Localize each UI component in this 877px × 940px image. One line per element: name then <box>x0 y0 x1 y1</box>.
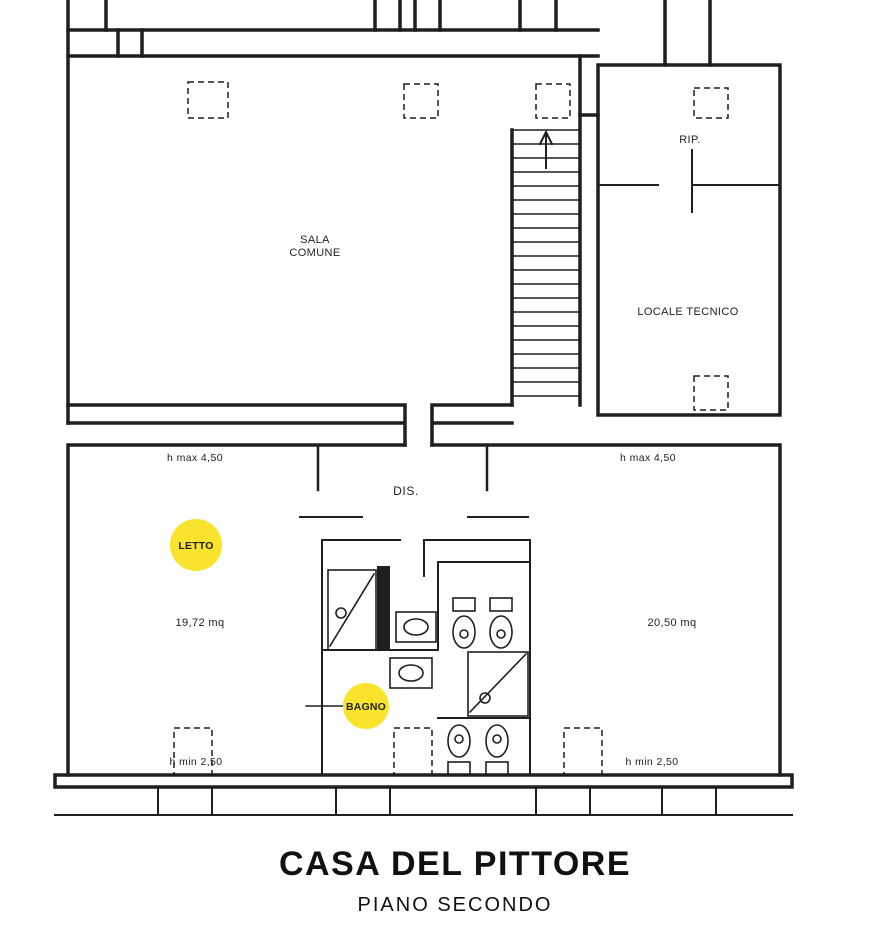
room-label-dis: DIS. <box>393 484 419 498</box>
toilet-icon <box>452 597 476 649</box>
sink-icon <box>389 657 433 689</box>
skylight-window <box>403 83 439 119</box>
annotation-area-letto: 19,72 mq <box>175 617 224 629</box>
staircase <box>511 129 581 397</box>
bidet-icon <box>485 724 509 776</box>
drawing-subtitle: PIANO SECONDO <box>358 894 553 916</box>
skylight-window <box>535 83 571 119</box>
shower-icon <box>327 569 377 651</box>
drawing-title: CASA DEL PITTORE <box>279 845 631 883</box>
room-label-rip: RIP. <box>679 134 701 146</box>
annotation-h-max-left: h max 4,50 <box>167 452 223 464</box>
bidet-icon <box>489 597 513 649</box>
dashed-openings <box>173 81 729 776</box>
skylight-window <box>693 375 729 411</box>
toilet-icon <box>447 724 471 776</box>
skylight-window <box>187 81 229 119</box>
shower-icon <box>467 651 529 717</box>
letto-badge <box>170 519 222 571</box>
stair-direction-arrow-icon <box>538 129 554 169</box>
room-label-bagno: BAGNO <box>346 701 386 713</box>
window-opening <box>563 727 603 776</box>
room-label-letto: LETTO <box>178 540 213 552</box>
sink-icon <box>395 611 437 643</box>
annotation-h-min-left: h min 2,50 <box>169 756 222 768</box>
skylight-window <box>693 87 729 119</box>
room-label-sala-line1: SALA <box>300 234 330 246</box>
window-opening <box>173 727 213 776</box>
room-label-locale-tecnico: LOCALE TECNICO <box>637 306 738 318</box>
interior-walls <box>299 149 781 776</box>
bathroom-fixtures <box>327 569 529 776</box>
stair-treads <box>511 129 581 397</box>
bagno-badge <box>343 683 389 729</box>
room-label-sala-line2: COMUNE <box>289 247 340 259</box>
window-opening <box>393 727 433 776</box>
annotation-h-max-right: h max 4,50 <box>620 452 676 464</box>
bathroom-pilaster <box>377 566 390 650</box>
annotation-h-min-right: h min 2,50 <box>625 756 678 768</box>
foundation-pillars <box>54 786 793 816</box>
annotation-area-right: 20,50 mq <box>647 617 696 629</box>
